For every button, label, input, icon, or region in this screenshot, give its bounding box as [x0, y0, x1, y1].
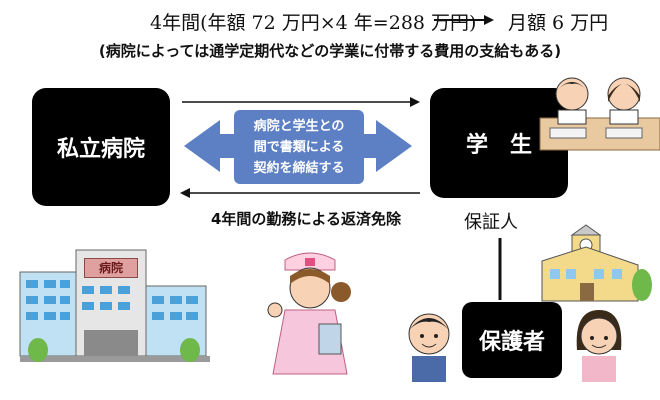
- guardian-box: 保護者: [462, 302, 562, 378]
- hospital-sign: 病院: [84, 258, 138, 278]
- amount-arrow: [434, 15, 494, 25]
- annual-amount-text: 4年間(年額 72 万円×4 年=288 万円): [150, 12, 477, 34]
- school-illustration: [541, 224, 652, 302]
- students-illustration: [539, 77, 660, 151]
- contract-line-3: 契約を締結する: [253, 160, 345, 176]
- contract-box: 病院と学生との 間で書類による 契約を締結する: [234, 110, 364, 184]
- hospital-box: 私立病院: [32, 88, 170, 206]
- monthly-amount-text: 月額 6 万円: [508, 12, 609, 34]
- contract-left-arrow: [184, 120, 236, 172]
- guardian-label: 保護者: [478, 330, 545, 355]
- mother-illustration: [576, 310, 622, 382]
- father-illustration: [408, 313, 450, 382]
- hospital-label: 私立病院: [56, 137, 145, 162]
- contract-line-2: 間で書類による: [253, 139, 345, 155]
- contract-line-1: 病院と学生との: [253, 118, 345, 134]
- contract-right-arrow: [362, 120, 412, 172]
- note-text: (病院によっては通学定期代などの学業に付帯する費用の支給もある): [98, 42, 562, 60]
- nurse-illustration: [267, 252, 351, 375]
- hospital-sign-text: 病院: [98, 261, 123, 275]
- guarantor-label: 保証人: [464, 212, 518, 233]
- repayment-arrow-head: [180, 188, 190, 198]
- repayment-label: 4年間の勤務による返済免除: [211, 210, 401, 228]
- payment-arrow-head: [410, 97, 420, 107]
- student-label: 学 生: [465, 133, 532, 158]
